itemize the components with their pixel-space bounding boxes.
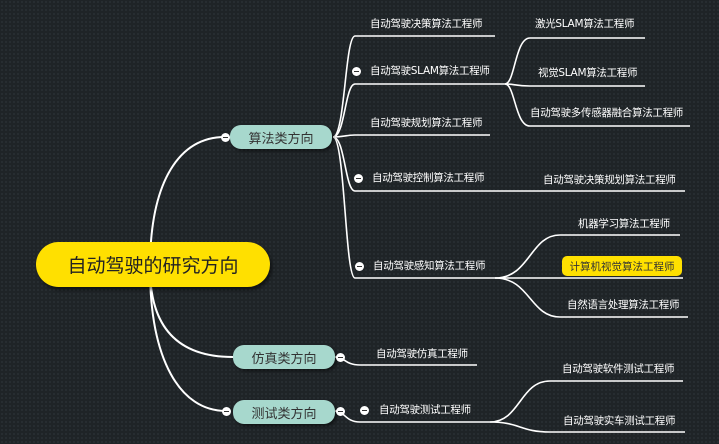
node-visual-slam[interactable]: 视觉SLAM算法工程师 bbox=[538, 67, 638, 79]
collapse-icon[interactable] bbox=[360, 406, 369, 415]
node-test-engineer[interactable]: 自动驾驶测试工程师 bbox=[379, 404, 471, 416]
node-decision-algorithm[interactable]: 自动驾驶决策算法工程师 bbox=[370, 18, 483, 30]
collapse-icon[interactable] bbox=[222, 407, 231, 416]
collapse-icon[interactable] bbox=[336, 353, 345, 362]
collapse-icon[interactable] bbox=[352, 67, 361, 76]
node-computer-vision[interactable]: 计算机视觉算法工程师 bbox=[562, 256, 682, 276]
node-software-test[interactable]: 自动驾驶软件测试工程师 bbox=[562, 363, 675, 375]
node-vehicle-test[interactable]: 自动驾驶实车测试工程师 bbox=[563, 415, 676, 427]
node-machine-learning[interactable]: 机器学习算法工程师 bbox=[578, 218, 670, 230]
node-slam-algorithm[interactable]: 自动驾驶SLAM算法工程师 bbox=[370, 65, 490, 77]
collapse-icon[interactable] bbox=[336, 407, 345, 416]
branch-node-testing[interactable]: 测试类方向 bbox=[233, 400, 335, 424]
branch-label: 仿真类方向 bbox=[251, 351, 317, 367]
node-simulation-engineer[interactable]: 自动驾驶仿真工程师 bbox=[376, 348, 468, 360]
branch-node-simulation[interactable]: 仿真类方向 bbox=[233, 345, 335, 369]
node-planning-algorithm[interactable]: 自动驾驶规划算法工程师 bbox=[370, 117, 483, 129]
node-lidar-slam[interactable]: 激光SLAM算法工程师 bbox=[535, 18, 635, 30]
node-control-algorithm[interactable]: 自动驾驶控制算法工程师 bbox=[372, 172, 485, 184]
node-nlp[interactable]: 自然语言处理算法工程师 bbox=[567, 299, 680, 311]
node-sensor-fusion[interactable]: 自动驾驶多传感器融合算法工程师 bbox=[530, 107, 683, 119]
node-perception-algorithm[interactable]: 自动驾驶感知算法工程师 bbox=[373, 260, 486, 272]
branch-label: 算法类方向 bbox=[248, 131, 314, 147]
root-label: 自动驾驶的研究方向 bbox=[67, 255, 239, 277]
node-decision-planning[interactable]: 自动驾驶决策规划算法工程师 bbox=[543, 174, 676, 186]
node-label: 计算机视觉算法工程师 bbox=[569, 260, 675, 273]
root-node[interactable]: 自动驾驶的研究方向 bbox=[36, 242, 270, 287]
collapse-icon[interactable] bbox=[355, 262, 364, 271]
collapse-icon[interactable] bbox=[221, 133, 230, 142]
branch-node-algorithm[interactable]: 算法类方向 bbox=[230, 125, 332, 149]
branch-label: 测试类方向 bbox=[251, 406, 317, 422]
collapse-icon[interactable] bbox=[354, 174, 363, 183]
